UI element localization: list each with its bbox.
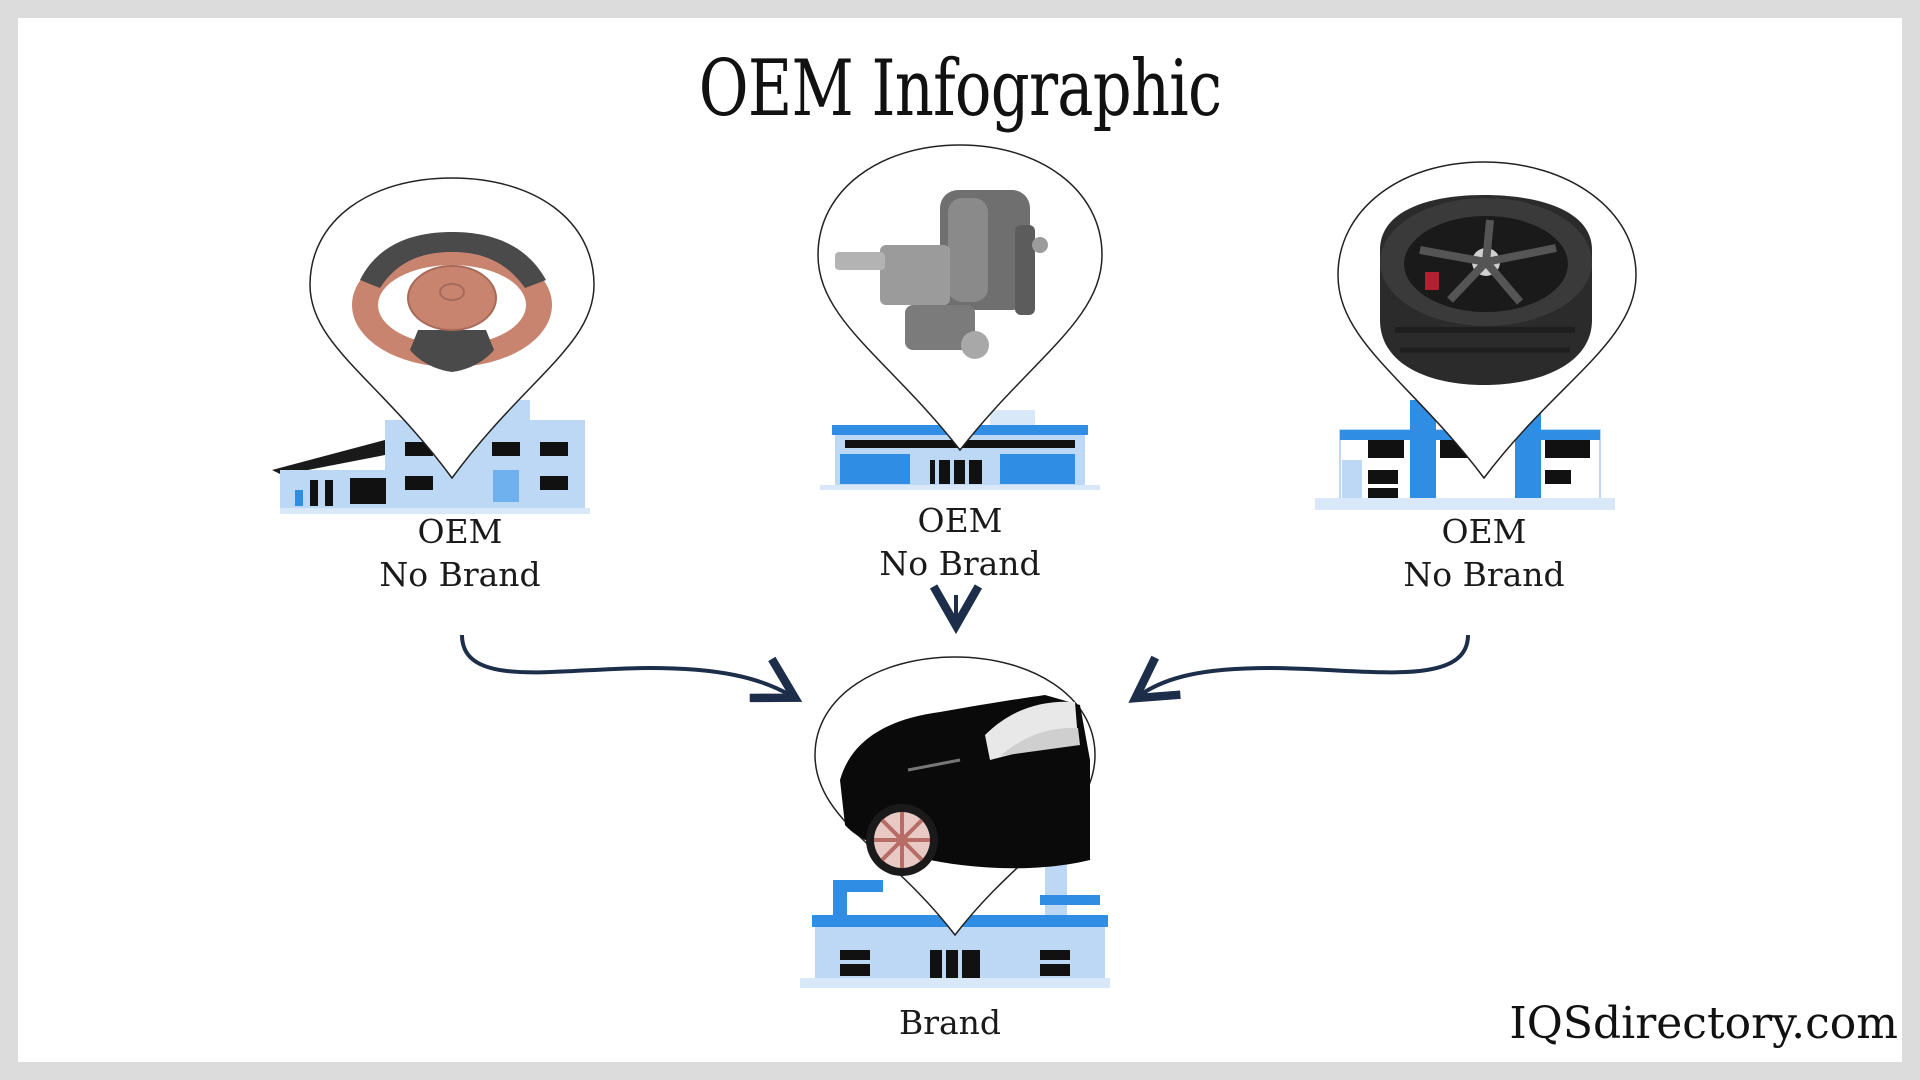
pin-brand [814,656,1096,937]
page-title: OEM Infographic [698,44,1222,134]
node-label-left: OEM No Brand [300,510,620,596]
node-label-right-line1: OEM [1441,512,1527,551]
node-label-center: OEM No Brand [800,499,1120,585]
car-icon [840,695,1090,876]
engine-icon [835,190,1048,359]
target-label-text: Brand [898,1003,1002,1042]
node-label-center-line1: OEM [917,501,1003,540]
watermark: IQSdirectory.com [1509,998,1898,1049]
wheel-icon [1380,195,1592,385]
steering-wheel-icon [352,232,552,372]
node-label-right: OEM No Brand [1324,510,1644,596]
pin-center [817,144,1103,452]
node-label-right-line2: No Brand [1403,555,1565,594]
target-label: Brand [790,1001,1110,1044]
node-label-left-line1: OEM [417,512,503,551]
node-label-center-line2: No Brand [879,544,1041,583]
pin-left [309,177,595,480]
pin-right [1337,161,1637,480]
arrow-left-to-brand [460,634,803,703]
arrow-right-to-brand [1128,634,1470,703]
node-label-left-line2: No Brand [379,555,541,594]
